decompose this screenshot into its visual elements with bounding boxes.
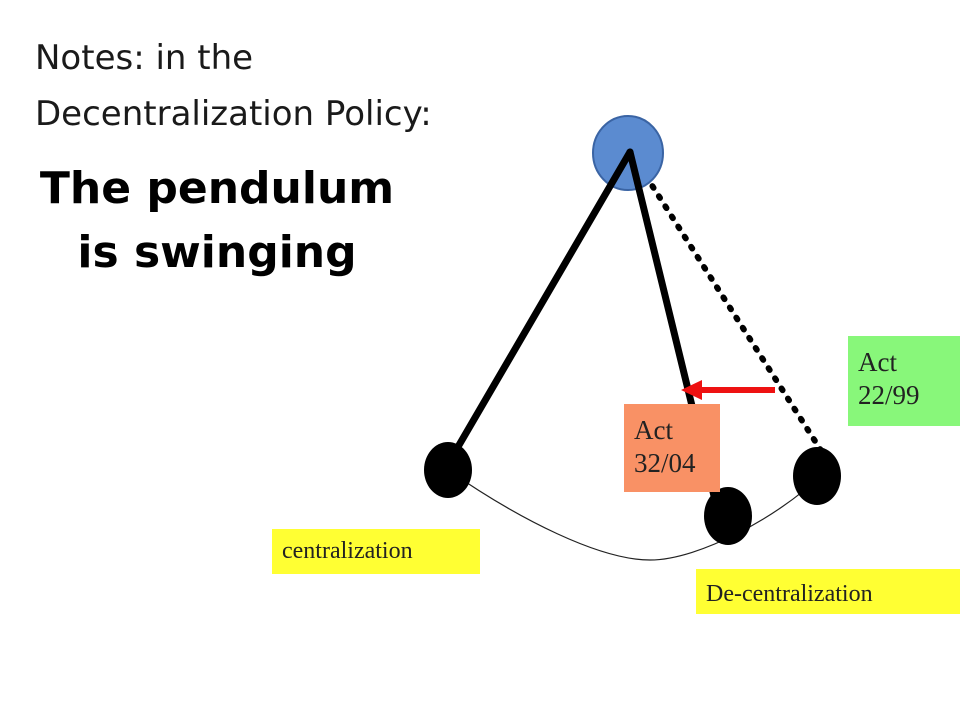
shift-arrow-head [681,380,702,400]
notes-line-1: Notes: in the [35,38,254,78]
decentralization-text: De-centralization [706,581,873,607]
bob-left [424,442,472,498]
act-32-04-line-2: 32/04 [634,448,696,478]
decentralization-label: De-centralization [696,569,960,614]
centralization-text: centralization [282,538,413,564]
act-32-04-label: Act 32/04 [624,404,720,492]
notes-text: Notes: in the Decentralization Policy: [35,30,555,142]
act-22-99-line-1: Act [858,347,897,377]
headline: The pendulum is swinging [0,157,434,285]
bob-right [793,447,841,505]
bob-middle [704,487,752,545]
act-22-99-label: Act 22/99 [848,336,960,426]
headline-line-1: The pendulum [39,163,395,214]
headline-line-2: is swinging [77,227,357,278]
centralization-label: centralization [272,529,480,574]
act-32-04-line-1: Act [634,415,673,445]
notes-line-2: Decentralization Policy: [35,94,432,134]
rope-left [451,148,634,456]
act-22-99-line-2: 22/99 [858,380,920,410]
swing-arc [447,469,819,561]
